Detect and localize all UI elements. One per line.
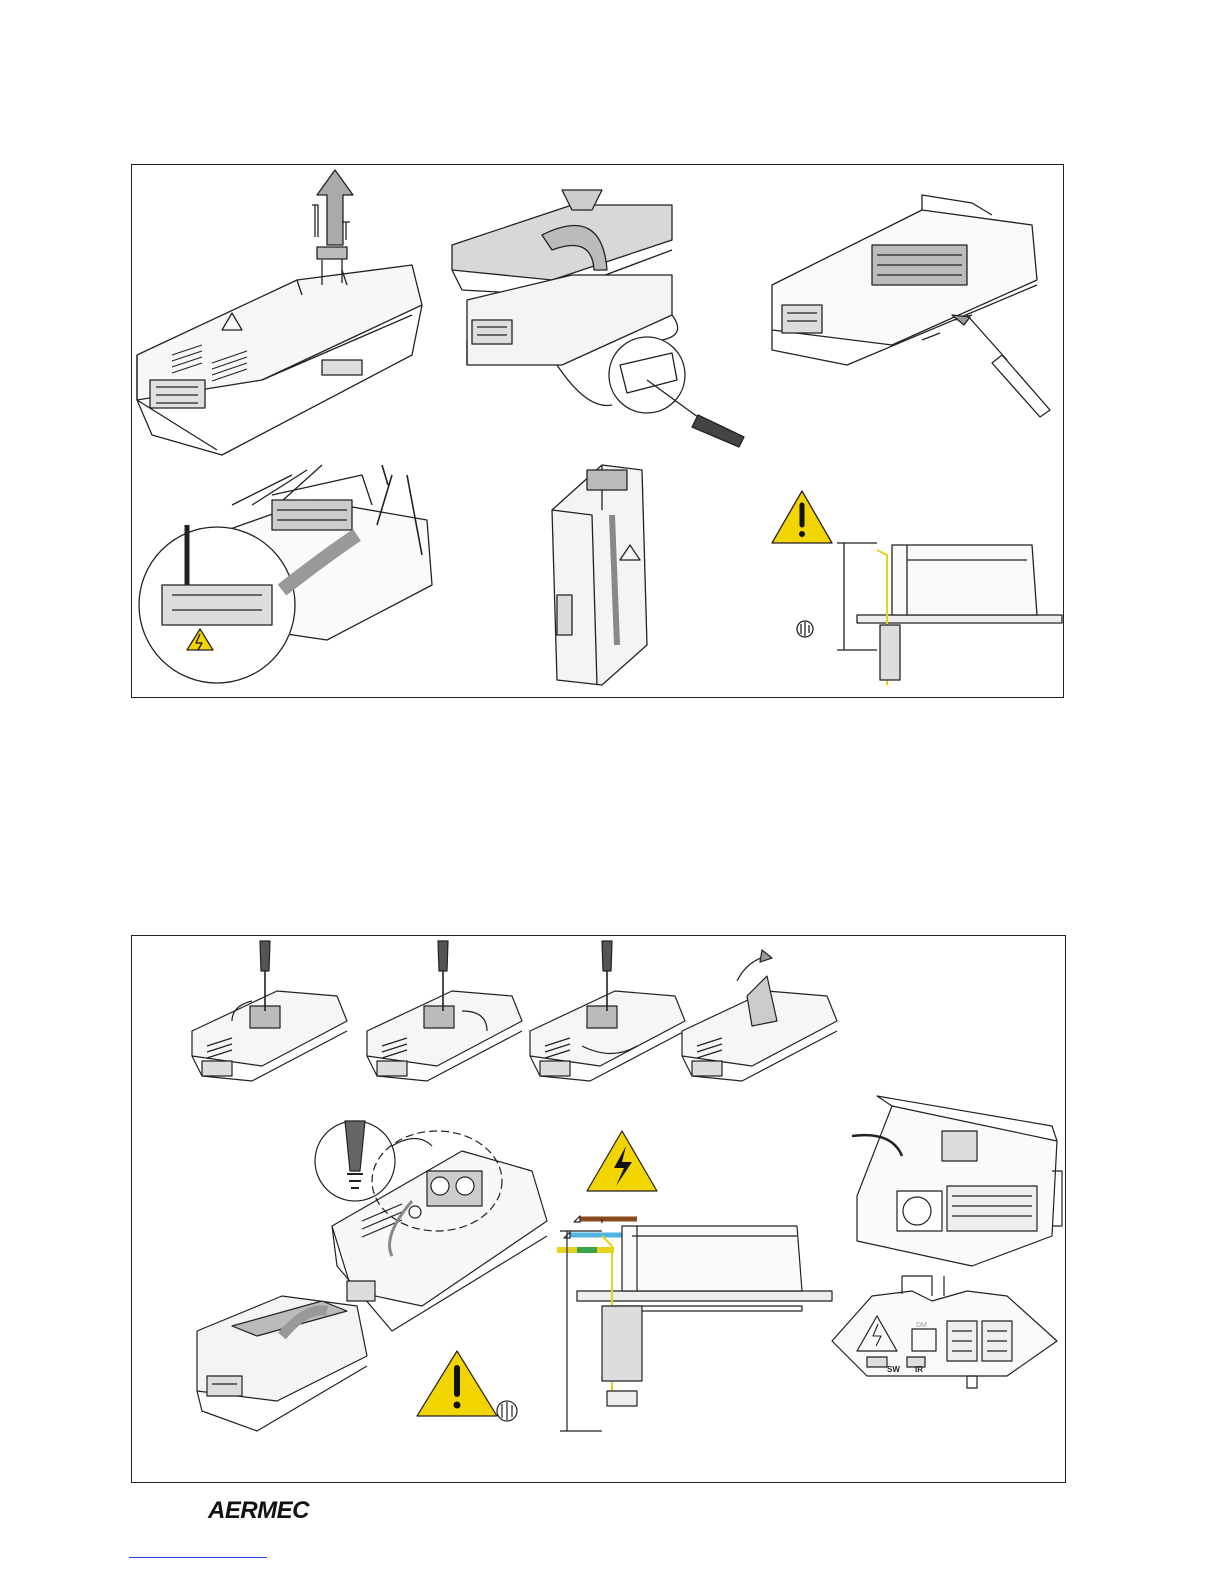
screw-icon bbox=[312, 205, 318, 237]
sequence-unit-3 bbox=[530, 941, 685, 1081]
step-vertical-unit bbox=[552, 465, 647, 685]
step-open-cover-unit bbox=[137, 247, 422, 455]
step-open-base-unit bbox=[772, 195, 1050, 417]
brand-logo: AERMEC bbox=[208, 1497, 309, 1525]
section-mounting-diagram bbox=[837, 543, 1062, 685]
sequence-unit-1 bbox=[192, 941, 347, 1081]
arrow-up-icon bbox=[317, 170, 353, 245]
close-cover-unit bbox=[197, 1296, 367, 1431]
figure-panel-top bbox=[131, 164, 1064, 698]
open-board-unit bbox=[852, 1096, 1062, 1266]
board-face-unit bbox=[832, 1276, 1057, 1388]
footer-link-underline bbox=[129, 1557, 267, 1558]
sequence-unit-4 bbox=[682, 950, 837, 1081]
step-remove-cover-unit bbox=[452, 190, 744, 447]
figure-bottom-illustration: SW IR DM bbox=[132, 936, 1067, 1484]
sequence-unit-2 bbox=[367, 941, 522, 1081]
section-mounting-diagram bbox=[560, 1226, 832, 1431]
dm-label: DM bbox=[916, 1322, 927, 1329]
ir-label: IR bbox=[915, 1365, 923, 1374]
figure-top-illustration bbox=[132, 165, 1065, 699]
figure-panel-bottom: SW IR DM bbox=[131, 935, 1066, 1483]
step-wiring-unit bbox=[139, 465, 432, 683]
switch-label: SW bbox=[887, 1365, 900, 1374]
